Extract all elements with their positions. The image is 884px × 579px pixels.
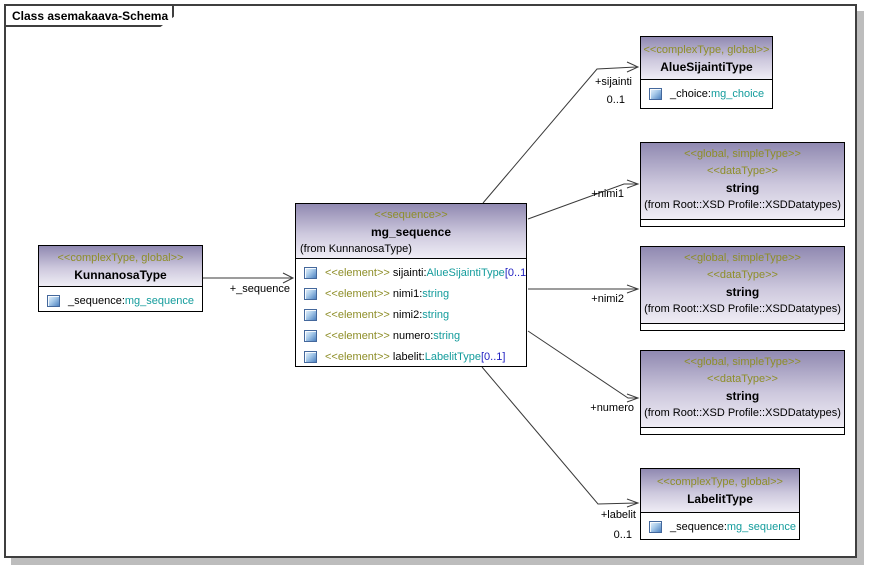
element-name: nimi1: (393, 288, 422, 300)
attribute-cube-icon (47, 295, 60, 307)
element-name: numero: (393, 330, 433, 342)
class-name: AlueSijaintiType (641, 59, 772, 76)
class-name: mg_sequence (296, 224, 526, 241)
class-aluesijaintitype[interactable]: <<complexType, global>> AlueSijaintiType… (640, 36, 773, 109)
attribute-cube-icon (649, 88, 662, 100)
stereotype-label: <<complexType, global>> (641, 474, 799, 491)
attribute-text: _choice:mg_choice (670, 88, 764, 100)
stereotype-label: <<global, simpleType>> (641, 250, 844, 267)
element-row[interactable]: <<element>> labelit:LabelitType[0..1] (296, 346, 526, 367)
element-row[interactable]: <<element>> nimi2:string (296, 304, 526, 325)
class-name: string (641, 284, 844, 301)
stereotype-label: <<complexType, global>> (39, 250, 202, 267)
element-type: string (422, 309, 449, 321)
class-name: string (641, 388, 844, 405)
element-stereotype: <<element>> (325, 351, 390, 363)
element-text: <<element>> sijainti:AlueSijaintiType[0.… (325, 267, 527, 279)
stereotype-label: <<complexType, global>> (641, 42, 772, 59)
attribute-row[interactable]: _sequence:mg_sequence (39, 290, 202, 311)
element-cube-icon (304, 288, 317, 300)
role-label-sequence[interactable]: +_sequence (230, 283, 290, 295)
element-name: sijainti: (393, 267, 427, 279)
role-label-labelit[interactable]: +labelit (601, 509, 636, 521)
element-cube-icon (304, 351, 317, 363)
stereotype-label: <<dataType>> (641, 163, 844, 180)
element-text: <<element>> labelit:LabelitType[0..1] (325, 351, 505, 363)
role-label-sijainti[interactable]: +sijainti (595, 76, 632, 88)
class-kunnanosatype[interactable]: <<complexType, global>> KunnanosaType _s… (38, 245, 203, 312)
attribute-row[interactable]: _choice:mg_choice (641, 83, 772, 104)
class-string-3[interactable]: <<global, simpleType>> <<dataType>> stri… (640, 350, 845, 435)
attribute-row[interactable]: _sequence:mg_sequence (641, 516, 799, 537)
element-type: string (422, 288, 449, 300)
element-text: <<element>> nimi2:string (325, 309, 449, 321)
element-stereotype: <<element>> (325, 309, 390, 321)
attribute-type: mg_sequence (125, 295, 194, 307)
role-label-nimi1[interactable]: +nimi1 (591, 188, 624, 200)
empty-attributes-compartment (641, 323, 844, 331)
attribute-name: _choice: (670, 88, 711, 100)
element-stereotype: <<element>> (325, 330, 390, 342)
class-string-1[interactable]: <<global, simpleType>> <<dataType>> stri… (640, 142, 845, 227)
element-row[interactable]: <<element>> nimi1:string (296, 283, 526, 304)
element-cube-icon (304, 267, 317, 279)
association-labelit-line[interactable] (482, 367, 637, 504)
element-name: nimi2: (393, 309, 422, 321)
from-label: (from Root::XSD Profile::XSDDatatypes) (641, 301, 844, 318)
multiplicity-label-labelit[interactable]: 0..1 (614, 529, 632, 541)
element-multiplicity: [0..1] (481, 351, 505, 363)
stereotype-label: <<dataType>> (641, 371, 844, 388)
stereotype-label: <<global, simpleType>> (641, 146, 844, 163)
element-row[interactable]: <<element>> sijainti:AlueSijaintiType[0.… (296, 262, 526, 283)
element-stereotype: <<element>> (325, 267, 390, 279)
element-multiplicity: [0..1] (505, 267, 527, 279)
attribute-name: _sequence: (68, 295, 125, 307)
from-label: (from KunnanosaType) (296, 241, 526, 258)
element-stereotype: <<element>> (325, 288, 390, 300)
element-name: labelit: (393, 351, 425, 363)
association-numero-line[interactable] (528, 331, 637, 398)
from-label: (from Root::XSD Profile::XSDDatatypes) (641, 405, 844, 422)
attribute-name: _sequence: (670, 521, 727, 533)
class-name: LabelitType (641, 491, 799, 508)
element-type: LabelitType (425, 351, 481, 363)
class-mg-sequence[interactable]: <<sequence>> mg_sequence (from Kunnanosa… (295, 203, 527, 367)
stereotype-label: <<global, simpleType>> (641, 354, 844, 371)
element-text: <<element>> numero:string (325, 330, 460, 342)
class-name: KunnanosaType (39, 267, 202, 284)
class-string-2[interactable]: <<global, simpleType>> <<dataType>> stri… (640, 246, 845, 331)
role-label-nimi2[interactable]: +nimi2 (591, 293, 624, 305)
element-cube-icon (304, 309, 317, 321)
empty-attributes-compartment (641, 427, 844, 435)
attribute-cube-icon (649, 521, 662, 533)
element-type: AlueSijaintiType (427, 267, 505, 279)
stereotype-label: <<sequence>> (296, 207, 526, 224)
element-row[interactable]: <<element>> numero:string (296, 325, 526, 346)
stereotype-label: <<dataType>> (641, 267, 844, 284)
attribute-type: mg_sequence (727, 521, 796, 533)
class-name: string (641, 180, 844, 197)
attribute-type: mg_choice (711, 88, 764, 100)
attribute-text: _sequence:mg_sequence (68, 295, 194, 307)
element-type: string (433, 330, 460, 342)
from-label: (from Root::XSD Profile::XSDDatatypes) (641, 197, 844, 214)
empty-attributes-compartment (641, 219, 844, 227)
role-label-numero[interactable]: +numero (590, 402, 634, 414)
element-text: <<element>> nimi1:string (325, 288, 449, 300)
attribute-text: _sequence:mg_sequence (670, 521, 796, 533)
element-cube-icon (304, 330, 317, 342)
multiplicity-label-sijainti[interactable]: 0..1 (607, 94, 625, 106)
class-labelittype[interactable]: <<complexType, global>> LabelitType _seq… (640, 468, 800, 540)
